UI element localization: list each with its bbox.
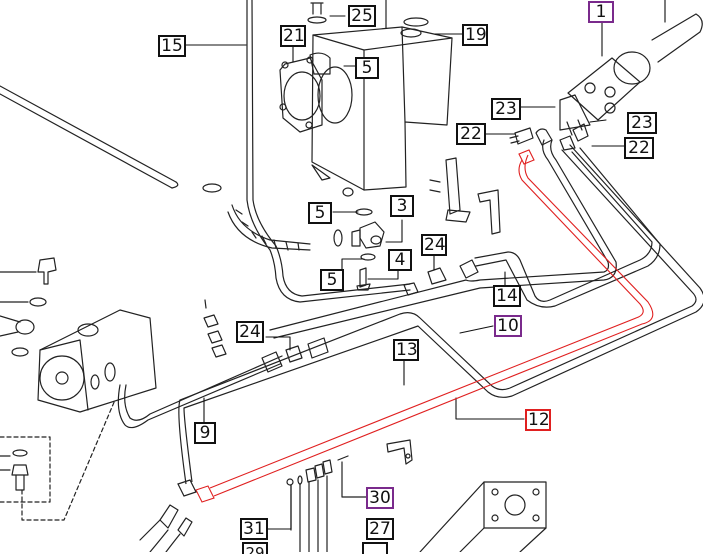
gear-pump [37,309,157,413]
pipe-12-highlighted [195,149,654,503]
callout-30[interactable]: 30 [366,487,394,509]
pipe-14 [474,147,661,308]
mounting-plate [419,481,547,552]
pump-fittings [0,257,116,521]
callout-5-lower[interactable]: 5 [320,269,344,291]
hose-part [202,183,343,251]
callout-5-upper[interactable]: 5 [308,202,332,224]
callout-27[interactable]: 27 [366,518,394,540]
callout-13[interactable]: 13 [393,339,419,361]
pipe-13 [179,144,703,409]
callout-14[interactable]: 14 [493,285,521,307]
callout-15[interactable]: 15 [158,35,186,57]
banjo-fitting [351,208,385,291]
callout-22-right[interactable]: 22 [624,137,654,159]
callout-21[interactable]: 21 [280,25,306,47]
callout-3[interactable]: 3 [390,195,414,217]
hydraulic-tank [279,2,453,197]
callout-19[interactable]: 19 [462,24,488,46]
steering-valve [535,0,703,151]
callout-23-right[interactable]: 23 [627,112,657,134]
pipe-13-end [177,399,197,497]
callout-24-lower[interactable]: 24 [236,321,264,343]
callout-31[interactable]: 31 [240,518,268,540]
mount-bracket [386,439,413,465]
callout-28[interactable]: 28 [362,542,388,554]
callout-1[interactable]: 1 [588,1,614,23]
pipe-15 [246,0,419,303]
callout-23-left[interactable]: 23 [491,98,521,120]
connector-24 [427,259,479,285]
callout-10[interactable]: 10 [494,315,522,337]
callout-29[interactable]: 29 [242,542,268,554]
callout-22-left[interactable]: 22 [456,123,486,145]
rod-part [0,85,179,189]
leader-lines [185,0,625,530]
callout-24-upper[interactable]: 24 [421,234,447,256]
callout-9[interactable]: 9 [194,422,216,444]
clips [203,299,227,358]
fitting-22 [509,127,534,145]
quick-couplers [139,504,193,552]
bracket [429,157,501,235]
callout-12[interactable]: 12 [525,409,551,431]
small-hardware [286,455,367,552]
callout-25[interactable]: 25 [348,5,376,27]
callout-4[interactable]: 4 [388,249,412,271]
callout-5-tank[interactable]: 5 [355,57,379,79]
connector-24-lower [261,337,329,373]
pipe-10 [269,139,617,339]
